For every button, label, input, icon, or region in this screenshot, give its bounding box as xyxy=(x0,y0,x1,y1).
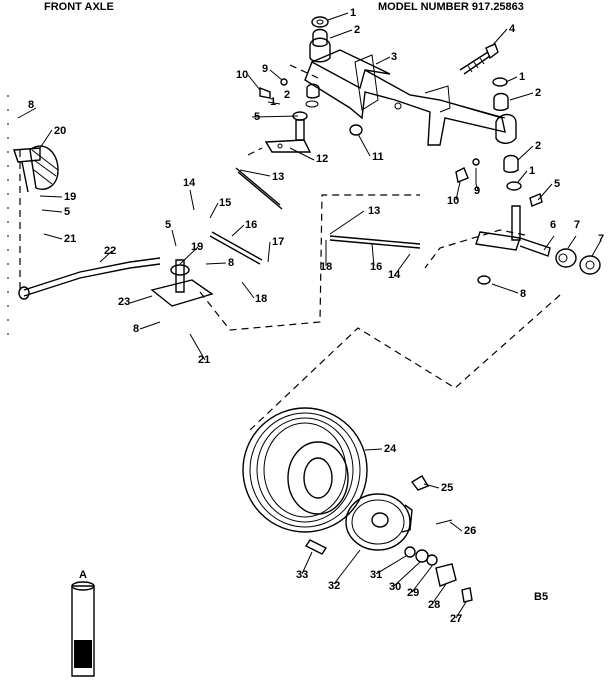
callout-label: 2 xyxy=(535,140,541,152)
callout-label: 25 xyxy=(441,482,453,494)
callout-label: 17 xyxy=(272,236,284,248)
callout-label: 7 xyxy=(574,219,580,231)
callout-label: 32 xyxy=(328,580,340,592)
callout-labels: 1 2 3 4 1 2 10 9 2 1 5 11 12 2 1 8 20 19… xyxy=(28,7,604,625)
drag-link xyxy=(18,257,161,300)
callout-label: 8 xyxy=(228,257,234,269)
callout-label: 1 xyxy=(350,7,356,19)
callout-label: 2 xyxy=(284,89,290,101)
callout-label: 5 xyxy=(554,178,560,190)
callout-label: 10 xyxy=(447,195,459,207)
callout-label: 2 xyxy=(354,24,360,36)
hub-parts xyxy=(304,475,473,603)
wheel-rim xyxy=(345,493,413,551)
callout-label: 9 xyxy=(262,63,268,75)
callout-label: 23 xyxy=(118,296,130,308)
spindle-right xyxy=(475,205,551,257)
bracket-plate xyxy=(150,259,214,307)
sector-gear xyxy=(13,145,59,193)
page-code: B5 xyxy=(534,591,548,603)
grease-tube: A xyxy=(71,569,95,677)
callout-label: 33 xyxy=(296,569,308,581)
callout-label: 6 xyxy=(550,219,556,231)
small-hardware xyxy=(259,16,601,285)
model-number: MODEL NUMBER 917.25863 xyxy=(378,1,524,13)
callout-label: 9 xyxy=(474,185,480,197)
callout-label: 29 xyxy=(407,587,419,599)
callout-label: 12 xyxy=(316,153,328,165)
callout-label: 21 xyxy=(198,354,210,366)
callout-label: 27 xyxy=(450,613,462,625)
callout-label: 3 xyxy=(391,51,397,63)
bolt-4 xyxy=(459,43,499,75)
callout-label: 13 xyxy=(272,171,284,183)
callout-label: 1 xyxy=(270,96,276,108)
callout-label: 24 xyxy=(384,443,397,455)
callout-label: 28 xyxy=(428,599,440,611)
callout-label: 4 xyxy=(509,23,516,35)
tire xyxy=(242,407,368,533)
callout-label: 13 xyxy=(368,205,380,217)
diagram-title: FRONT AXLE xyxy=(44,1,114,13)
callout-label: 22 xyxy=(104,245,116,257)
leader-lines xyxy=(17,12,601,619)
callout-label: 18 xyxy=(320,261,332,273)
callout-label: 11 xyxy=(372,151,384,163)
callout-label: 19 xyxy=(64,191,76,203)
callout-label: 18 xyxy=(255,293,267,305)
callout-label: 7 xyxy=(598,233,604,245)
callout-label: 1 xyxy=(519,71,525,83)
tie-rods xyxy=(209,167,421,265)
callout-label: 16 xyxy=(245,219,257,231)
callout-label: 30 xyxy=(389,581,401,593)
callout-label: 5 xyxy=(64,206,70,218)
callout-label: 15 xyxy=(219,197,231,209)
axle-beam xyxy=(304,37,517,146)
callout-label: 10 xyxy=(236,69,248,81)
tube-letter: A xyxy=(79,569,87,581)
callout-label: 19 xyxy=(191,241,203,253)
callout-label: 21 xyxy=(64,233,76,245)
callout-label: 14 xyxy=(183,177,196,189)
callout-label: 8 xyxy=(133,323,139,335)
steering-arm-12 xyxy=(264,119,312,153)
callout-label: 8 xyxy=(28,99,34,111)
callout-label: 16 xyxy=(370,261,382,273)
callout-label: 2 xyxy=(535,87,541,99)
callout-label: 1 xyxy=(529,165,535,177)
callout-label: 20 xyxy=(54,125,66,137)
callout-label: 26 xyxy=(464,525,476,537)
callout-label: 8 xyxy=(520,288,526,300)
callout-label: 5 xyxy=(165,219,171,231)
